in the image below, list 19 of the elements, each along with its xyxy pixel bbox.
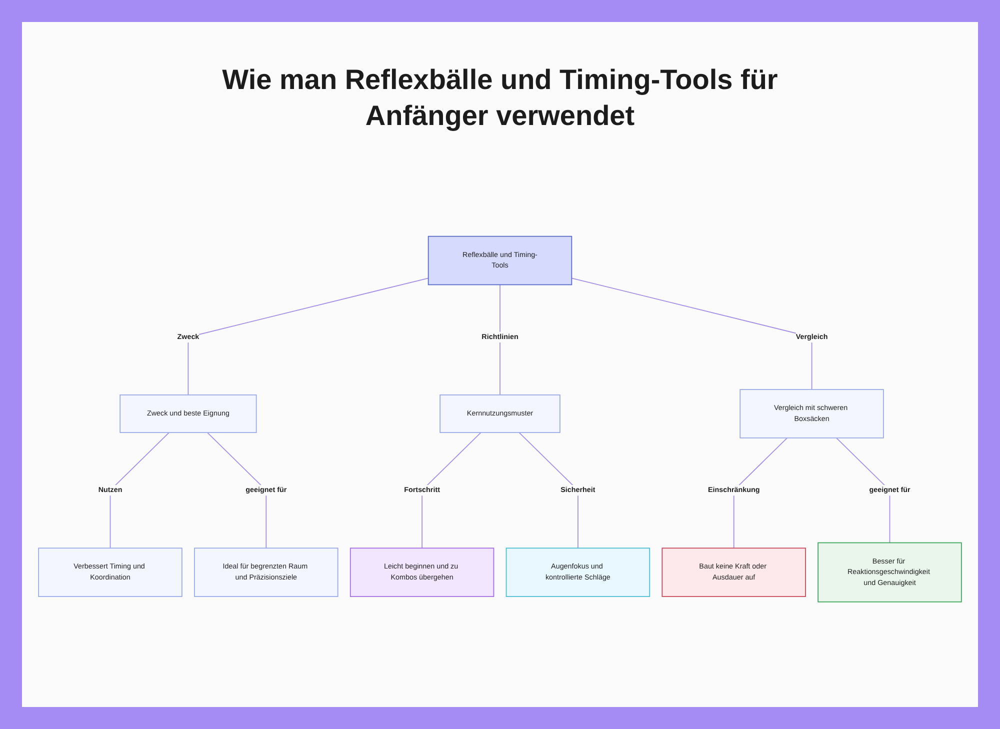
connector [110, 432, 170, 548]
connector [188, 277, 429, 396]
node-box [506, 547, 650, 597]
connector [206, 432, 267, 548]
node-box [428, 236, 572, 285]
node-box [662, 547, 806, 597]
node-box [440, 394, 560, 433]
node-box [38, 547, 182, 597]
node-box [350, 547, 494, 597]
diagram-title: Wie man Reflexbälle und Timing-Tools für Anfänger verwendet [221, 63, 779, 134]
connector [518, 432, 578, 548]
node-box [818, 542, 962, 602]
node-box [120, 394, 257, 433]
connector [733, 437, 788, 548]
connector [836, 437, 890, 543]
connector [422, 432, 482, 548]
connector [571, 277, 812, 390]
node-box [194, 547, 338, 597]
node-box [740, 388, 884, 438]
